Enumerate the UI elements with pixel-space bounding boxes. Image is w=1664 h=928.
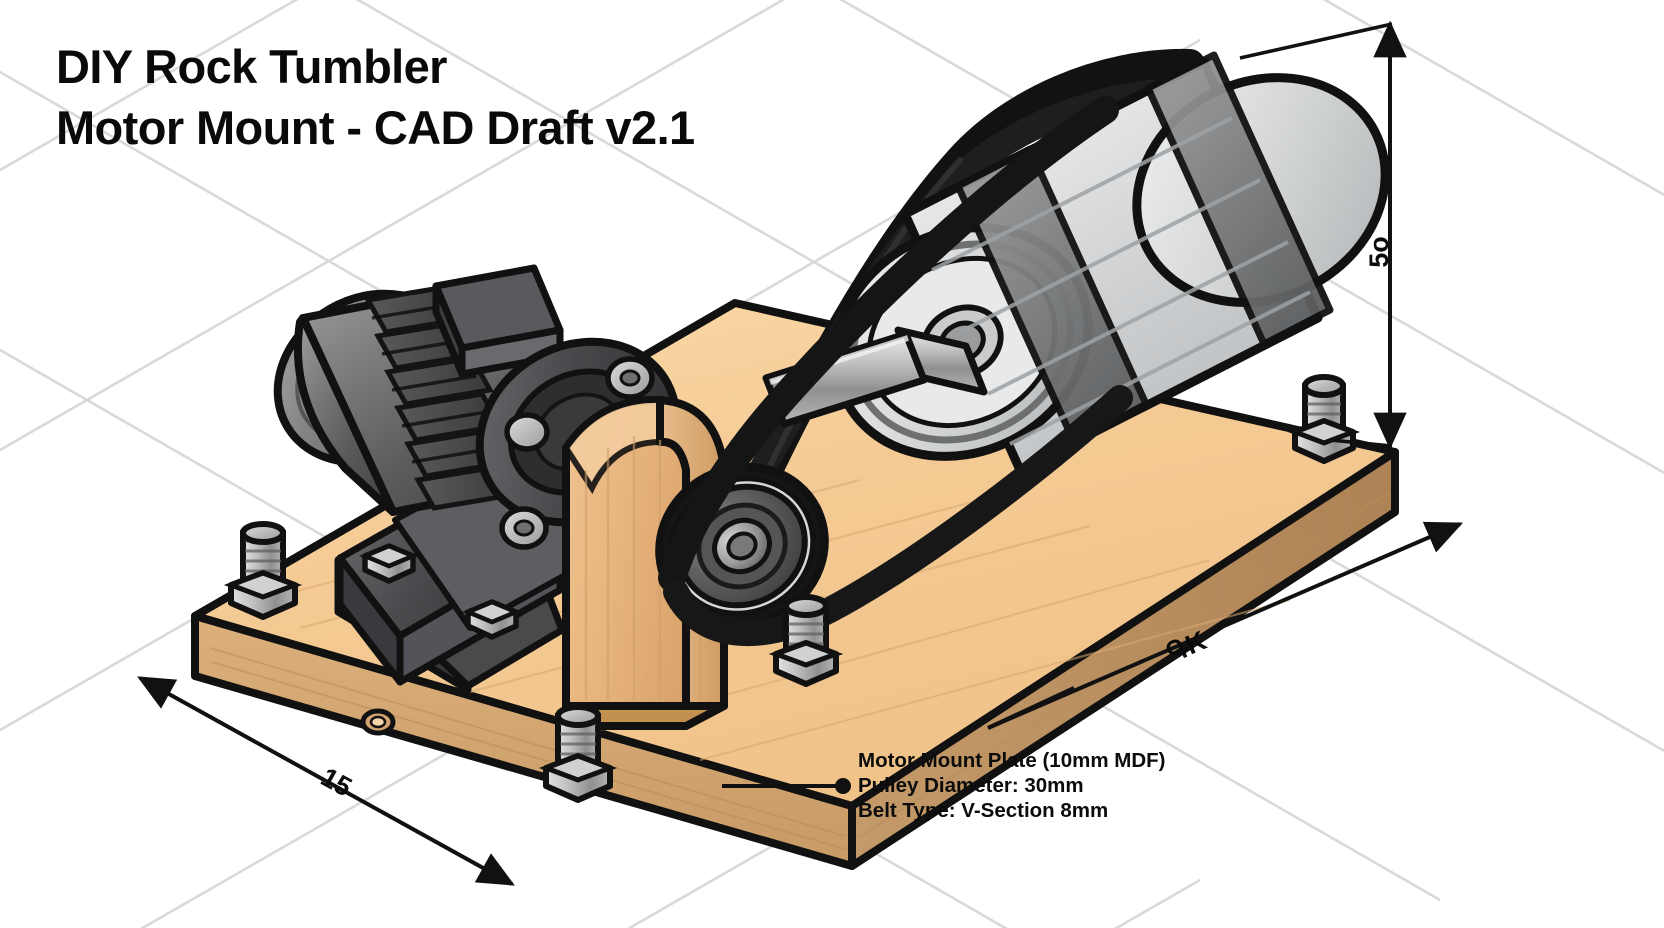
drum-bands: [954, 51, 1334, 446]
hex-bolt: [223, 521, 303, 620]
hex-bolt: [768, 594, 844, 687]
dimension-width-label: ԳK: [1162, 625, 1211, 668]
dimension-length: 15: [137, 676, 515, 886]
dimension-height: 5o: [1239, 20, 1407, 450]
motor-terminal-box: [432, 264, 564, 378]
hex-bolt: [538, 704, 618, 803]
hex-bolt: [1287, 374, 1361, 464]
drive-belt-front: [658, 96, 1133, 647]
hex-bolt: [462, 599, 522, 640]
note-leader-line: [722, 686, 1075, 794]
dimension-width: ԳK: [987, 521, 1464, 730]
electric-motor: [273, 264, 681, 550]
hex-bolt: [359, 543, 419, 584]
base-plate-bolts: [223, 374, 1361, 803]
dimension-height-label: 5o: [1364, 236, 1394, 268]
